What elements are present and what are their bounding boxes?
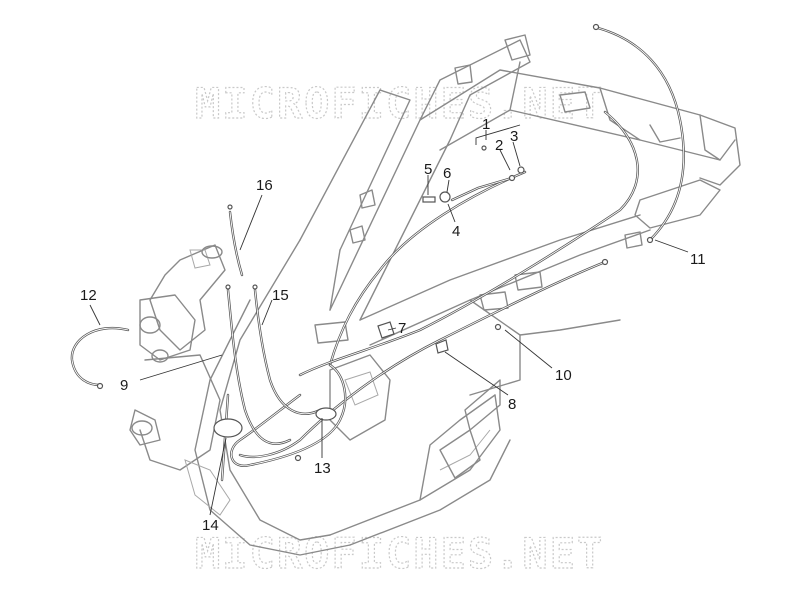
callout-13: 13 xyxy=(314,460,331,477)
cable-end-16 xyxy=(227,204,233,210)
part-5-bolt xyxy=(422,196,436,203)
part-6-washer xyxy=(439,191,451,203)
callout-5: 5 xyxy=(424,161,432,178)
watermark-bottom: MICROFICHES.NET xyxy=(195,529,604,578)
callout-14: 14 xyxy=(202,517,219,534)
callout-11: 11 xyxy=(690,251,706,268)
cable-end-8 xyxy=(601,258,609,266)
part-8-clip xyxy=(435,339,449,354)
callout-15: 15 xyxy=(272,287,289,304)
cable-end-11-top xyxy=(592,23,600,31)
part-3 xyxy=(517,166,525,174)
callout-4: 4 xyxy=(452,223,460,240)
cable-end-15a xyxy=(225,284,231,290)
watermark-top: MICROFICHES.NET xyxy=(195,79,604,128)
part-13-clamp xyxy=(315,407,337,421)
scooter-frame xyxy=(129,34,741,556)
cable-end-15b xyxy=(252,284,258,290)
cable-end-10 xyxy=(494,323,502,331)
part-14-clamp xyxy=(213,418,243,438)
cables xyxy=(70,26,685,482)
cable-end-11 xyxy=(646,236,654,244)
part-1-dot xyxy=(481,145,487,151)
cable-end-12 xyxy=(96,382,104,390)
callout-1: 1 xyxy=(482,116,490,133)
callout-9: 9 xyxy=(120,377,128,394)
callout-7: 7 xyxy=(398,320,406,337)
callout-8: 8 xyxy=(508,396,516,413)
callout-16: 16 xyxy=(256,177,273,194)
callout-12: 12 xyxy=(80,287,97,304)
small-parts xyxy=(96,23,654,462)
part-7-clip xyxy=(377,321,395,339)
callout-3: 3 xyxy=(510,128,518,145)
callout-labels: 1 2 3 4 5 6 7 8 9 10 11 12 13 14 15 16 xyxy=(80,116,706,534)
callout-10: 10 xyxy=(555,367,572,384)
callout-2: 2 xyxy=(495,137,503,154)
callout-6: 6 xyxy=(443,165,451,182)
part-2 xyxy=(508,174,516,182)
cable-end-13 xyxy=(294,454,302,462)
leader-lines xyxy=(89,124,689,516)
